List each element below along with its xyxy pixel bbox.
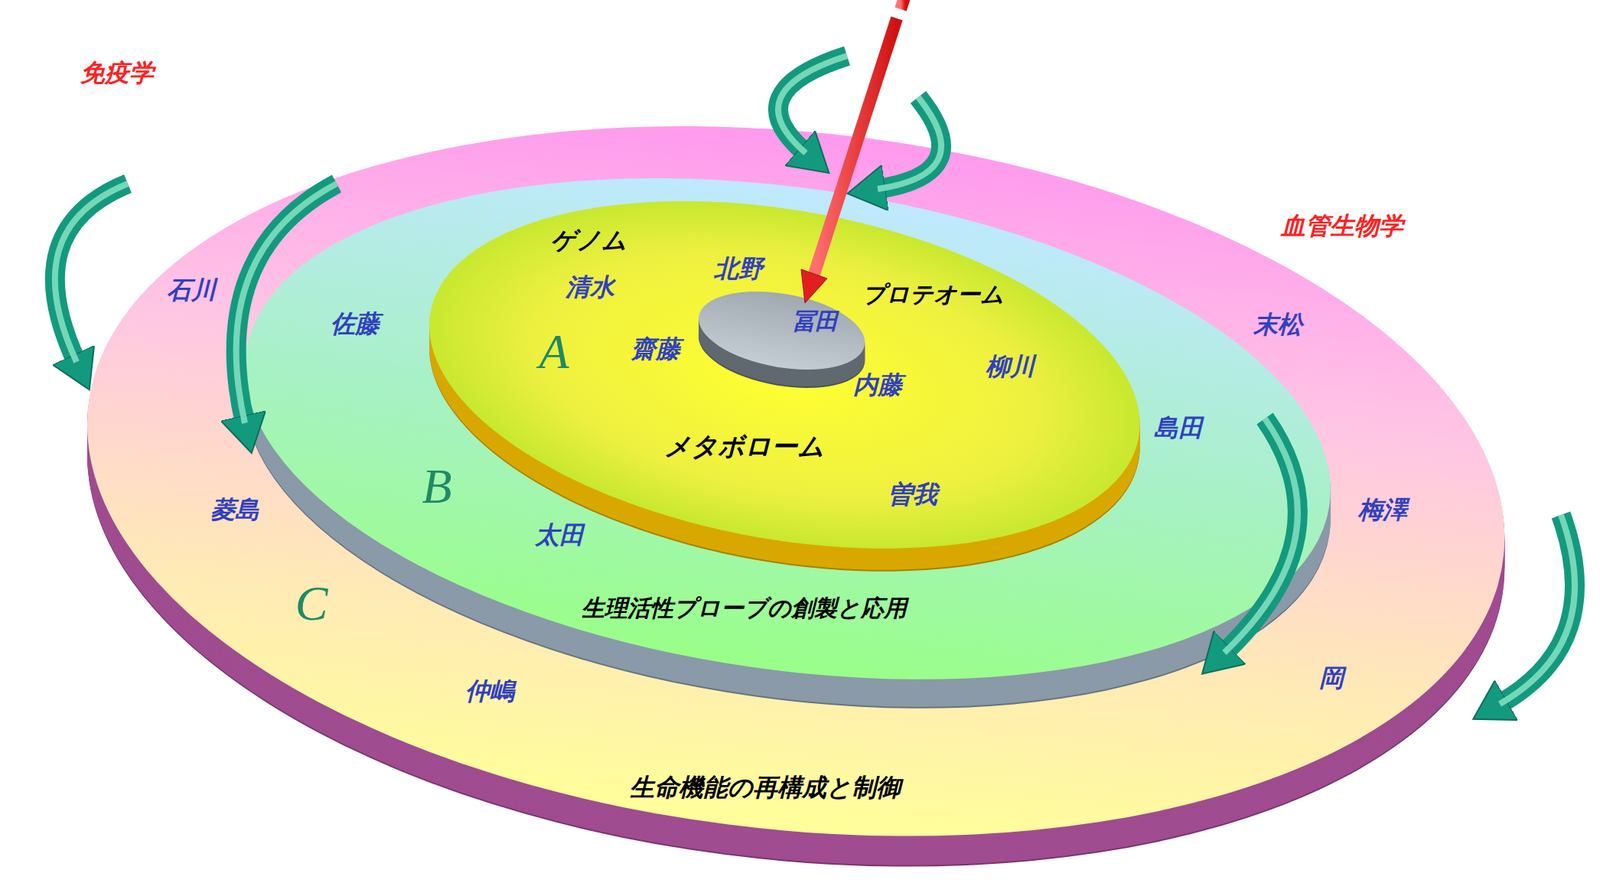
cycle-arrow-highlight xyxy=(236,183,337,424)
cycle-arrow-highlight xyxy=(877,97,942,190)
center-disk: 冨田 xyxy=(695,288,868,392)
member-name: 石川 xyxy=(166,276,216,304)
cycle-arrow-highlight xyxy=(55,183,128,362)
cycle-arrow xyxy=(55,183,128,362)
pen-tail xyxy=(900,0,906,10)
cycle-arrow xyxy=(1499,514,1575,704)
middle-disk: 佐藤 B 太田 島田生理活性プローブの創製と応用 ゲノム清水 北野プロテオーム A 齋藤内藤 柳… xyxy=(241,175,1334,712)
disk-shape xyxy=(695,288,868,392)
member-name: 冨田 xyxy=(791,308,838,334)
theme-text: メタボローム xyxy=(664,432,825,461)
cycle-arrow xyxy=(877,97,942,190)
member-name: 柳川 xyxy=(985,353,1035,381)
member-name: 岡 xyxy=(1319,664,1344,692)
disk-shape xyxy=(426,198,1144,575)
group-letter: A xyxy=(538,325,569,379)
member-name: 菱島 xyxy=(210,496,260,524)
cycle-arrow xyxy=(1224,418,1298,653)
member-name: 齋藤 xyxy=(631,335,681,363)
pen-arrow xyxy=(814,18,897,274)
member-name: 仲嶋 xyxy=(465,677,515,705)
theme-text: ゲノム xyxy=(550,227,627,255)
theme-text: 生理活性プローブの創製と応用 xyxy=(581,595,907,621)
theme-text: プロテオーム xyxy=(862,281,1004,307)
member-name: 島田 xyxy=(1153,414,1203,442)
field-label: 免疫学 xyxy=(80,59,154,87)
group-letter: C xyxy=(295,576,329,631)
member-name: 清水 xyxy=(565,273,615,301)
member-name: 太田 xyxy=(534,521,584,549)
cycle-arrow-highlight xyxy=(778,55,848,154)
cycle-arrow-highlight xyxy=(1224,418,1298,653)
group-letter: B xyxy=(421,459,452,514)
member-name: 北野 xyxy=(713,255,763,283)
theme-text: 生命機能の再構成と制御 xyxy=(629,774,901,802)
member-name: 内藤 xyxy=(853,371,903,399)
inner-disk: ゲノム清水 北野プロテオーム A 齋藤内藤 柳川メタボローム曽我 冨田 xyxy=(426,198,1144,575)
member-name: 曽我 xyxy=(888,481,938,509)
member-name: 末松 xyxy=(1253,311,1303,339)
pen-arrowhead xyxy=(801,269,828,304)
cycle-arrow xyxy=(778,55,848,154)
cycle-arrow-highlight xyxy=(1499,514,1575,704)
member-name: 佐藤 xyxy=(330,310,380,338)
cycle-arrow xyxy=(236,183,337,424)
field-label: 血管生物学 xyxy=(1280,212,1404,240)
member-name: 梅澤 xyxy=(1358,496,1408,524)
